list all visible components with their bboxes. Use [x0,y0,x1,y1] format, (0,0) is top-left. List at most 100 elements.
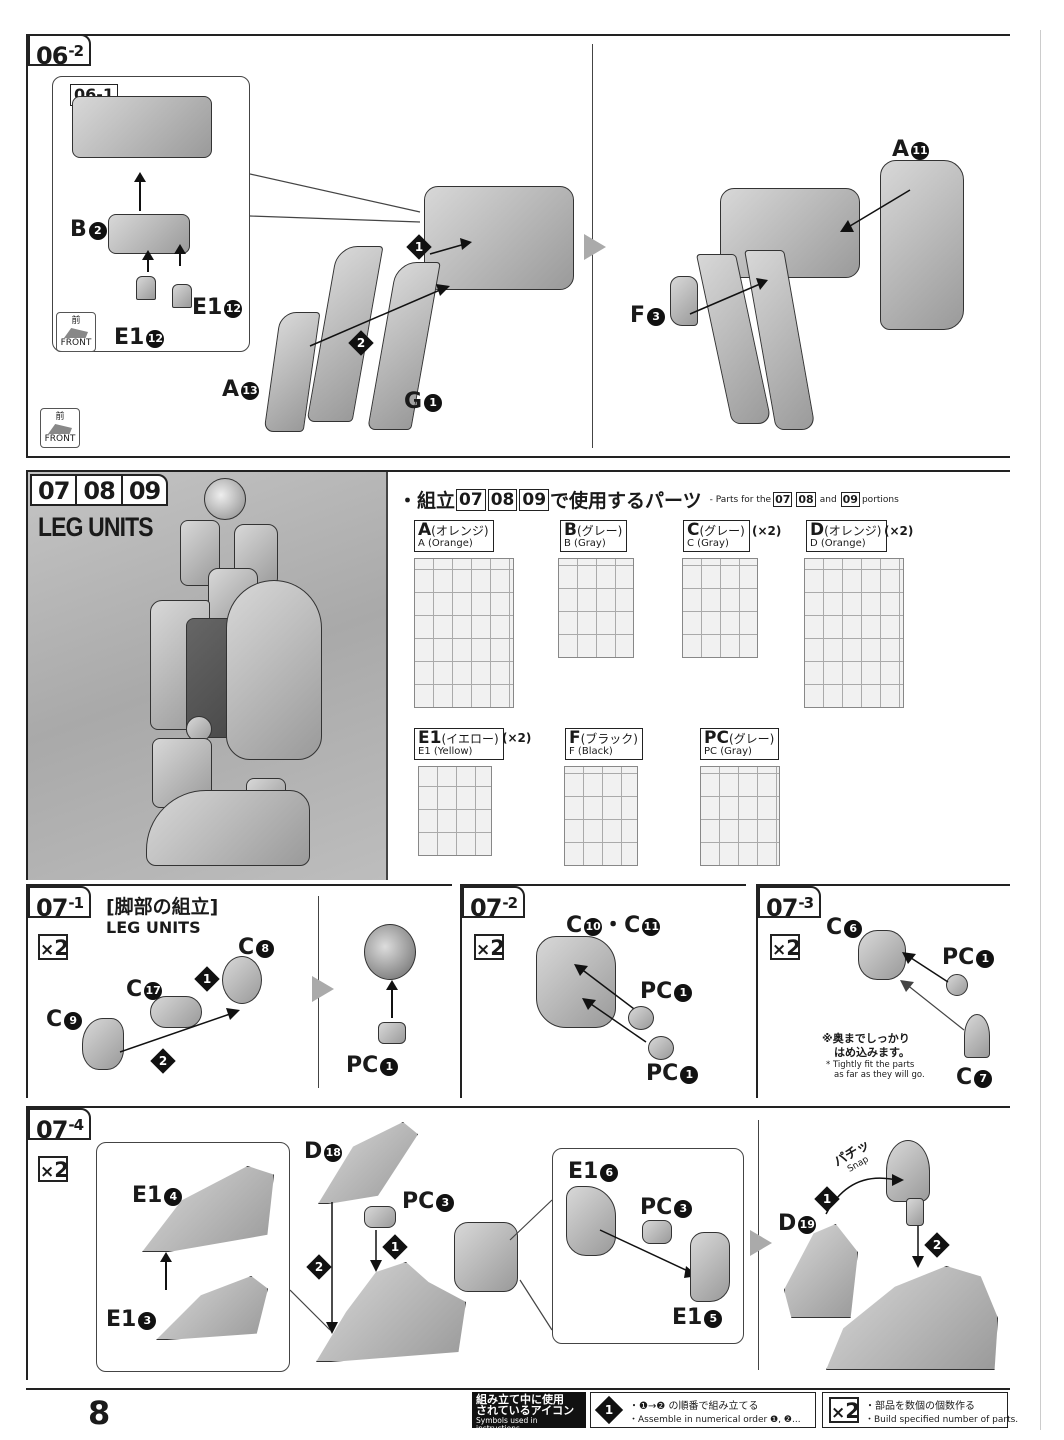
label-text: E1 [114,325,145,350]
runner-f-sprue [564,766,638,866]
parts-header-step-09: 09 [519,488,550,511]
runner-en: F (Black) [569,746,613,757]
legend-jp-1: 組み立て中に使用 [476,1393,564,1406]
legend-order-jp: ・❶→❷ の順番で組み立てる [629,1401,759,1412]
runner-d-multiplier: (×2) [884,524,914,538]
part-pc3-a [364,1206,396,1228]
parts-header-en-b: and [819,494,837,505]
step-07-2-arrows [574,964,647,1043]
label-num: 11 [911,142,930,160]
inset-06-1-box [52,76,250,352]
multiply-count: 2 [54,936,69,960]
label-num: 18 [324,1144,343,1162]
legend-jp-2: されているアイコン [476,1404,575,1417]
step-sub-number: 2 [73,42,84,60]
part-pc1 [946,974,968,996]
footer-rule [26,1388,1010,1390]
multiply-count: 2 [845,1399,860,1423]
label-text: PC [346,1053,379,1078]
multiply-x2-icon: ×2 [38,934,69,960]
parts-header-en-a: - Parts for the [709,494,772,505]
label-text: C [566,913,583,938]
part-c8 [222,956,262,1004]
label-text: E1 [568,1159,599,1184]
assembly-arrows-left [309,238,472,347]
multiply-x2-icon: ×2 [474,934,505,960]
step-07-2-panel [460,884,746,1098]
runner-letter: E1 [418,728,442,748]
front-direction-icon-2: 前 FRONT [40,408,80,448]
multiply-count: 2 [786,936,801,960]
label-num: 6 [844,920,863,938]
label-text: PC [640,979,673,1004]
part-ball-assembled [364,924,416,980]
step-07-3-panel [756,884,1010,1098]
part-pc1 [378,1022,406,1044]
next-arrow-icon [312,976,334,1002]
front-jp: 前 [71,316,81,326]
part-c7 [964,1014,990,1058]
runner-c-multiplier: (×2) [752,524,782,538]
label-text: PC [942,945,975,970]
part-ankle-joint [886,1140,930,1202]
label-text: E1 [106,1307,137,1332]
callout-lines [250,173,421,223]
label-text: C [956,1065,973,1090]
runner-b-label: B(グレー)B (Gray) [560,520,628,552]
part-e1-12b [172,284,192,308]
legend-count: ×2 ・部品を数個の個数作る ・Build specified number o… [822,1392,1018,1428]
label-num: 11 [642,918,661,936]
label-num: 8 [256,940,275,958]
label-text: B [70,217,87,242]
label-text: G [404,389,423,414]
label-text: F [630,303,646,328]
label-text: PC [402,1189,435,1214]
step-07-4-panel [26,1106,1010,1380]
part-leg-side-armor [454,1222,518,1292]
label-num: 13 [241,382,260,400]
leg-units-panel [26,470,1010,880]
step-sub-number: 4 [73,1116,84,1134]
label-num: 6 [600,1164,619,1182]
step-07-2-label: 07-2 [462,886,526,922]
next-arrow-icon [750,1230,772,1256]
runner-letter: PC [704,728,729,748]
label-text: E1 [192,295,223,320]
runner-d-label: D(オレンジ)D (Orange) [806,520,887,552]
label-num: 3 [674,1200,693,1218]
label-text: E1 [132,1183,163,1208]
runner-en: E1 (Yellow) [418,746,473,757]
runner-letter: C [687,520,700,540]
runner-en: D (Orange) [810,538,866,549]
runner-a-sprue [414,558,514,708]
note-jp-1: ※奥までしっかり [822,1032,910,1045]
legend-en: Symbols used in instructions [476,1416,538,1433]
runner-jp: (グレー) [728,732,775,746]
runner-en: C (Gray) [687,538,729,549]
step-07-tag: 07 [30,474,78,506]
step-07-1-label: 07-1 [28,886,92,922]
runner-c-sprue [682,558,758,658]
legend-count-jp: ・部品を数個の個数作る [865,1401,975,1412]
label-num: 3 [436,1194,455,1212]
step-07-3-label: 07-3 [758,886,822,922]
front-en: FRONT [44,434,76,444]
parts-header: ・組立 07 08 09 で使用するパーツ - Parts for the 07… [398,486,899,513]
leg-shin-shield [226,580,322,760]
step-08-tag: 08 [75,474,123,506]
label-num: 19 [798,1216,817,1234]
step-number: 07 [766,894,798,922]
step-07-1-title-en: LEG UNITS [106,918,201,937]
parts-header-en-step-09: 09 [840,492,860,507]
label-num: 1 [380,1058,399,1076]
